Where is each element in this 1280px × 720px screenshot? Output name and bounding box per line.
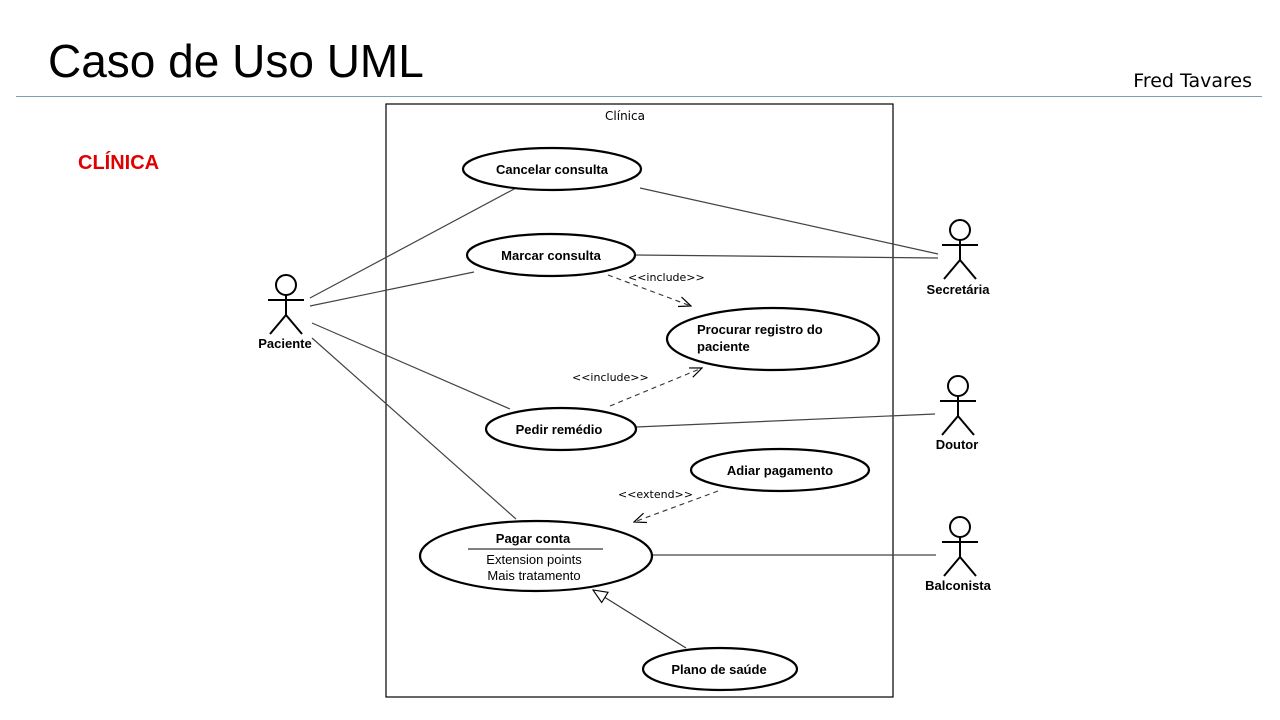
include-label-2: <<include>> xyxy=(572,371,649,384)
assoc-paciente-pagar xyxy=(311,337,517,520)
assoc-paciente-cancelar xyxy=(309,187,517,299)
use-case-pedir-remedio: Pedir remédio xyxy=(484,406,638,452)
title-divider xyxy=(16,96,1262,97)
use-case-procurar-registro: Procurar registro do paciente xyxy=(665,306,881,372)
include-arrow-marcar xyxy=(607,274,691,306)
generalization-plano-pagar xyxy=(593,590,687,649)
actor-paciente xyxy=(268,274,304,335)
svg-text:Adiar pagamento: Adiar pagamento xyxy=(727,463,833,478)
assoc-paciente-pedir xyxy=(311,322,511,410)
stick-figure-icon xyxy=(940,375,976,436)
assoc-marcar-secretaria xyxy=(634,254,939,259)
use-case-adiar-pagamento: Adiar pagamento xyxy=(689,447,871,493)
svg-text:paciente: paciente xyxy=(697,339,750,354)
include-label-1: <<include>> xyxy=(628,271,705,284)
associations xyxy=(309,187,939,556)
extend-arrow-adiar xyxy=(634,490,719,522)
dependencies xyxy=(607,274,719,522)
assoc-pedir-doutor xyxy=(635,413,936,428)
actor-label-secretaria: Secretária xyxy=(927,282,991,297)
extend-label: <<extend>> xyxy=(618,488,693,501)
system-label: Clínica xyxy=(605,109,645,123)
stick-figure-icon xyxy=(268,274,304,335)
actor-label-paciente: Paciente xyxy=(258,336,311,351)
svg-text:Plano de saúde: Plano de saúde xyxy=(671,662,766,677)
assoc-paciente-marcar xyxy=(309,271,475,307)
svg-text:Pagar conta: Pagar conta xyxy=(496,531,571,546)
actor-balconista xyxy=(942,516,978,577)
stick-figure-icon xyxy=(942,516,978,577)
stick-figure-icon xyxy=(942,219,978,280)
use-case-plano-de-saude: Plano de saúde xyxy=(641,646,799,692)
author-name: Fred Tavares xyxy=(1133,70,1252,92)
svg-text:Extension points: Extension points xyxy=(486,552,582,567)
svg-text:Mais tratamento: Mais tratamento xyxy=(487,568,580,583)
include-arrow-pedir xyxy=(609,368,702,407)
section-label: CLÍNICA xyxy=(78,152,160,174)
assoc-cancelar-secretaria xyxy=(639,187,939,255)
actor-secretaria xyxy=(942,219,978,280)
actor-doutor xyxy=(940,375,976,436)
actor-label-balconista: Balconista xyxy=(925,578,992,593)
slide-title: Caso de Uso UML xyxy=(48,35,424,87)
use-case-marcar-consulta: Marcar consulta xyxy=(465,232,637,278)
svg-text:Cancelar consulta: Cancelar consulta xyxy=(496,162,609,177)
actor-label-doutor: Doutor xyxy=(936,437,979,452)
svg-text:Marcar consulta: Marcar consulta xyxy=(501,248,601,263)
svg-text:Pedir remédio: Pedir remédio xyxy=(516,422,603,437)
svg-text:Procurar registro do: Procurar registro do xyxy=(697,322,823,337)
use-case-cancelar-consulta: Cancelar consulta xyxy=(461,146,643,192)
system-boundary xyxy=(385,103,894,698)
use-case-pagar-conta: Pagar conta Extension points Mais tratam… xyxy=(418,519,654,593)
